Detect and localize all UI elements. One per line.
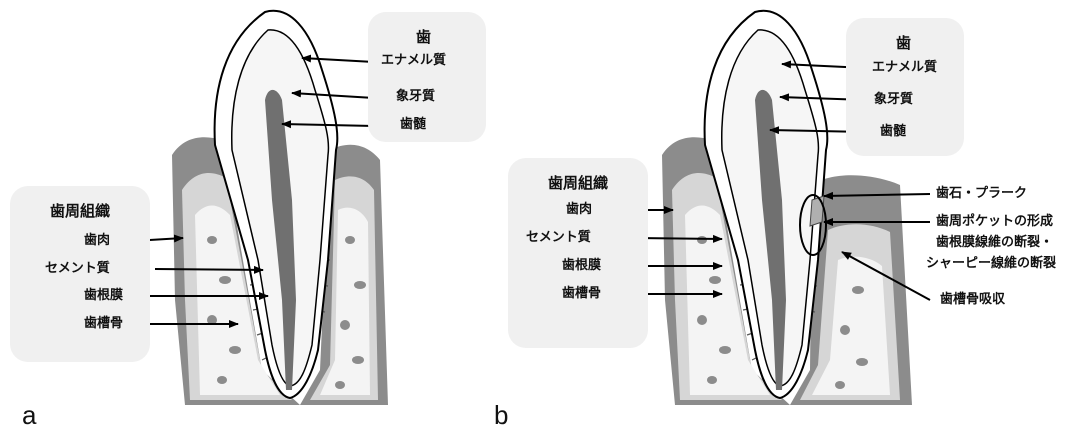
panel-a-label-cementum: セメント質 <box>45 261 110 277</box>
panel-a-label-dentin: 象牙質 <box>396 89 435 105</box>
panel-b-calculus <box>810 196 824 226</box>
panel-a-label-gingiva: 歯肉 <box>84 233 110 249</box>
panel-b-annotation-sharpey-rupture: シャーピー線維の断裂 <box>926 256 1056 272</box>
panel-b-label-cementum: セメント質 <box>526 230 591 246</box>
panel-b-tooth-title: 歯 <box>896 34 911 52</box>
panel-b-annotation-pocket: 歯周ポケットの形成 <box>936 214 1053 230</box>
panel-b-annotation-bone-resorption: 歯槽骨吸収 <box>940 292 1005 308</box>
panel-b-label-pdl: 歯根膜 <box>562 258 601 274</box>
panel-b-label-gingiva: 歯肉 <box>566 202 592 218</box>
panel-b-annotation-fiber-rupture: 歯根膜線維の断裂・ <box>936 235 1053 251</box>
panel-a-label-pdl: 歯根膜 <box>84 288 123 304</box>
panel-b-annotation-calculus: 歯石・プラーク <box>936 186 1027 202</box>
panel-a-tooth-title: 歯 <box>416 28 431 46</box>
panel-a-letter: a <box>22 400 36 431</box>
panel-b-letter: b <box>494 400 508 431</box>
panel-b-label-dentin: 象牙質 <box>874 92 913 108</box>
panel-b-perio-title: 歯周組織 <box>548 174 608 192</box>
panel-b-label-enamel: エナメル質 <box>872 60 937 76</box>
panel-a-label-alveolar-bone: 歯槽骨 <box>84 316 123 332</box>
panel-b-label-pulp: 歯髄 <box>880 124 906 140</box>
panel-a-illustration <box>172 11 388 405</box>
panel-a-label-enamel: エナメル質 <box>381 53 446 69</box>
panel-b-label-alveolar-bone: 歯槽骨 <box>562 286 601 302</box>
panel-a-label-pulp: 歯髄 <box>400 117 426 133</box>
panel-a-perio-title: 歯周組織 <box>50 202 110 220</box>
